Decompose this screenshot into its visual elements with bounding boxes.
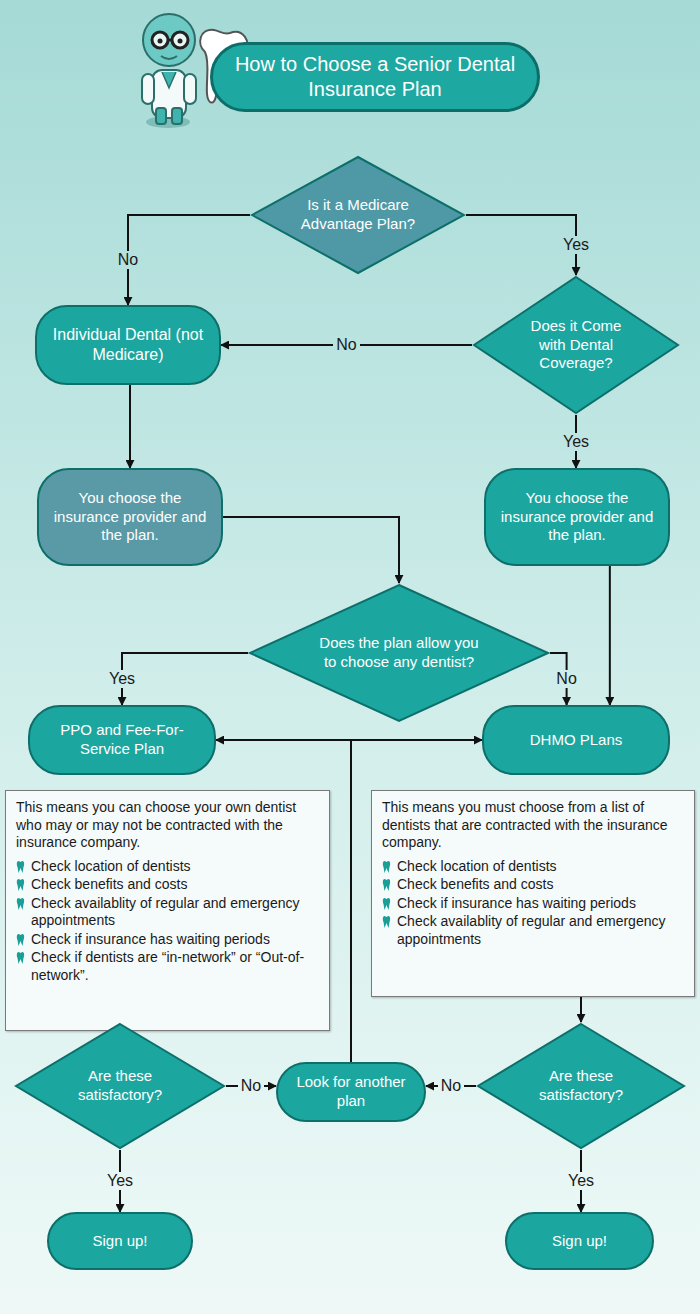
connector-arrow (129, 385, 131, 468)
check-text: Check location of dentists (31, 858, 191, 876)
note-box: This means you must choose from a list o… (371, 790, 695, 997)
diamond-shape (478, 1024, 684, 1148)
check-item: Check availablity of regular and emergen… (382, 913, 684, 948)
node-text: Look for another plan (292, 1073, 410, 1111)
edge-label: No (553, 670, 579, 688)
check-item: Check availablity of regular and emergen… (16, 895, 319, 930)
node-text: You choose the insurance provider and th… (53, 489, 207, 545)
node-text: Are these satisfactory? (65, 1067, 175, 1105)
note-text: This means you must choose from a list o… (382, 799, 684, 852)
node-text: PPO and Fee-For-Service Plan (44, 721, 200, 759)
edge-label: Yes (565, 1172, 597, 1190)
node-text: DHMO PLans (530, 731, 623, 750)
edge-label: No (238, 1077, 264, 1095)
connector-arrow (580, 997, 582, 1022)
process-pill: DHMO PLans (482, 705, 670, 775)
tooth-bullet-shape (17, 861, 24, 873)
process-pill: PPO and Fee-For-Service Plan (28, 705, 216, 775)
check-item: Check benefits and costs (16, 876, 319, 894)
edge-label: No (333, 336, 359, 354)
check-text: Check if dentists are “in-network” or “O… (31, 949, 319, 984)
decision-diamond: Are these satisfactory? (476, 1022, 686, 1150)
tooth-bullet-shape (17, 898, 24, 910)
check-item: Check if insurance has waiting periods (16, 931, 319, 949)
tooth-bullet (382, 915, 391, 929)
node-text: Does it Come with Dental Coverage? (516, 317, 636, 373)
check-item: Check if dentists are “in-network” or “O… (16, 949, 319, 984)
check-item: Check benefits and costs (382, 876, 684, 894)
edge-label: No (438, 1077, 464, 1095)
check-text: Check benefits and costs (31, 876, 187, 894)
tooth-bullet-shape (383, 861, 390, 873)
process-pill: Sign up! (47, 1212, 193, 1270)
process-pill: You choose the insurance provider and th… (37, 468, 223, 566)
process-pill: You choose the insurance provider and th… (484, 468, 670, 566)
node-text: Individual Dental (not Medicare) (51, 325, 205, 365)
tooth-bullet (16, 878, 25, 892)
decision-diamond: Does the plan allow you to choose any de… (248, 583, 550, 723)
diamond-shape (250, 585, 548, 721)
process-pill: Individual Dental (not Medicare) (35, 305, 221, 385)
tooth-bullet (382, 860, 391, 874)
note-box: This means you can choose your own denti… (5, 790, 330, 1031)
node-text: Are these satisfactory? (526, 1067, 636, 1105)
node-text: Sign up! (552, 1232, 607, 1251)
dentist-mascot (142, 14, 196, 128)
check-item: Check location of dentists (382, 858, 684, 876)
process-pill: Look for another plan (276, 1062, 426, 1122)
check-text: Check if insurance has waiting periods (31, 931, 270, 949)
tooth-bullet (16, 860, 25, 874)
process-pill: Sign up! (505, 1212, 654, 1270)
diamond-shape (474, 277, 678, 413)
note-text: This means you can choose your own denti… (16, 799, 319, 852)
edge-label: Yes (560, 236, 592, 254)
tooth-bullet (16, 951, 25, 965)
tooth-bullet-shape (17, 879, 24, 891)
tooth-bullet-shape (383, 898, 390, 910)
title-pill: How to Choose a Senior Dental Insurance … (210, 42, 540, 112)
node-text: You choose the insurance provider and th… (500, 489, 654, 545)
connector-arrow (223, 517, 399, 583)
node-text: Is it a Medicare Advantage Plan? (296, 196, 420, 234)
tooth-bullet-shape (17, 934, 24, 946)
tooth-bullet-shape (17, 952, 24, 964)
tooth-bullet-shape (383, 879, 390, 891)
edge-label: Yes (106, 670, 138, 688)
node-text: Sign up! (92, 1232, 147, 1251)
edge-label: Yes (104, 1172, 136, 1190)
check-text: Check availablity of regular and emergen… (31, 895, 319, 930)
decision-diamond: Is it a Medicare Advantage Plan? (250, 155, 466, 275)
node-text: Does the plan allow you to choose any de… (315, 634, 483, 672)
check-text: Check availablity of regular and emergen… (397, 913, 684, 948)
title-text: How to Choose a Senior Dental Insurance … (213, 52, 537, 102)
tooth-bullet (382, 897, 391, 911)
check-item: Check location of dentists (16, 858, 319, 876)
edge-label: Yes (560, 433, 592, 451)
diamond-shape (252, 157, 464, 273)
connector-arrow (122, 653, 248, 705)
tooth-bullet (16, 897, 25, 911)
connector-arrow (128, 215, 250, 305)
check-text: Check if insurance has waiting periods (397, 895, 636, 913)
tooth-bullet-shape (383, 916, 390, 928)
check-text: Check benefits and costs (397, 876, 553, 894)
connector-arrow (609, 566, 611, 705)
tooth-bullet (382, 878, 391, 892)
check-item: Check if insurance has waiting periods (382, 895, 684, 913)
decision-diamond: Are these satisfactory? (14, 1022, 226, 1150)
check-text: Check location of dentists (397, 858, 557, 876)
edge-label: No (115, 251, 141, 269)
tooth-bullet (16, 933, 25, 947)
diamond-shape (16, 1024, 224, 1148)
decision-diamond: Does it Come with Dental Coverage? (472, 275, 680, 415)
